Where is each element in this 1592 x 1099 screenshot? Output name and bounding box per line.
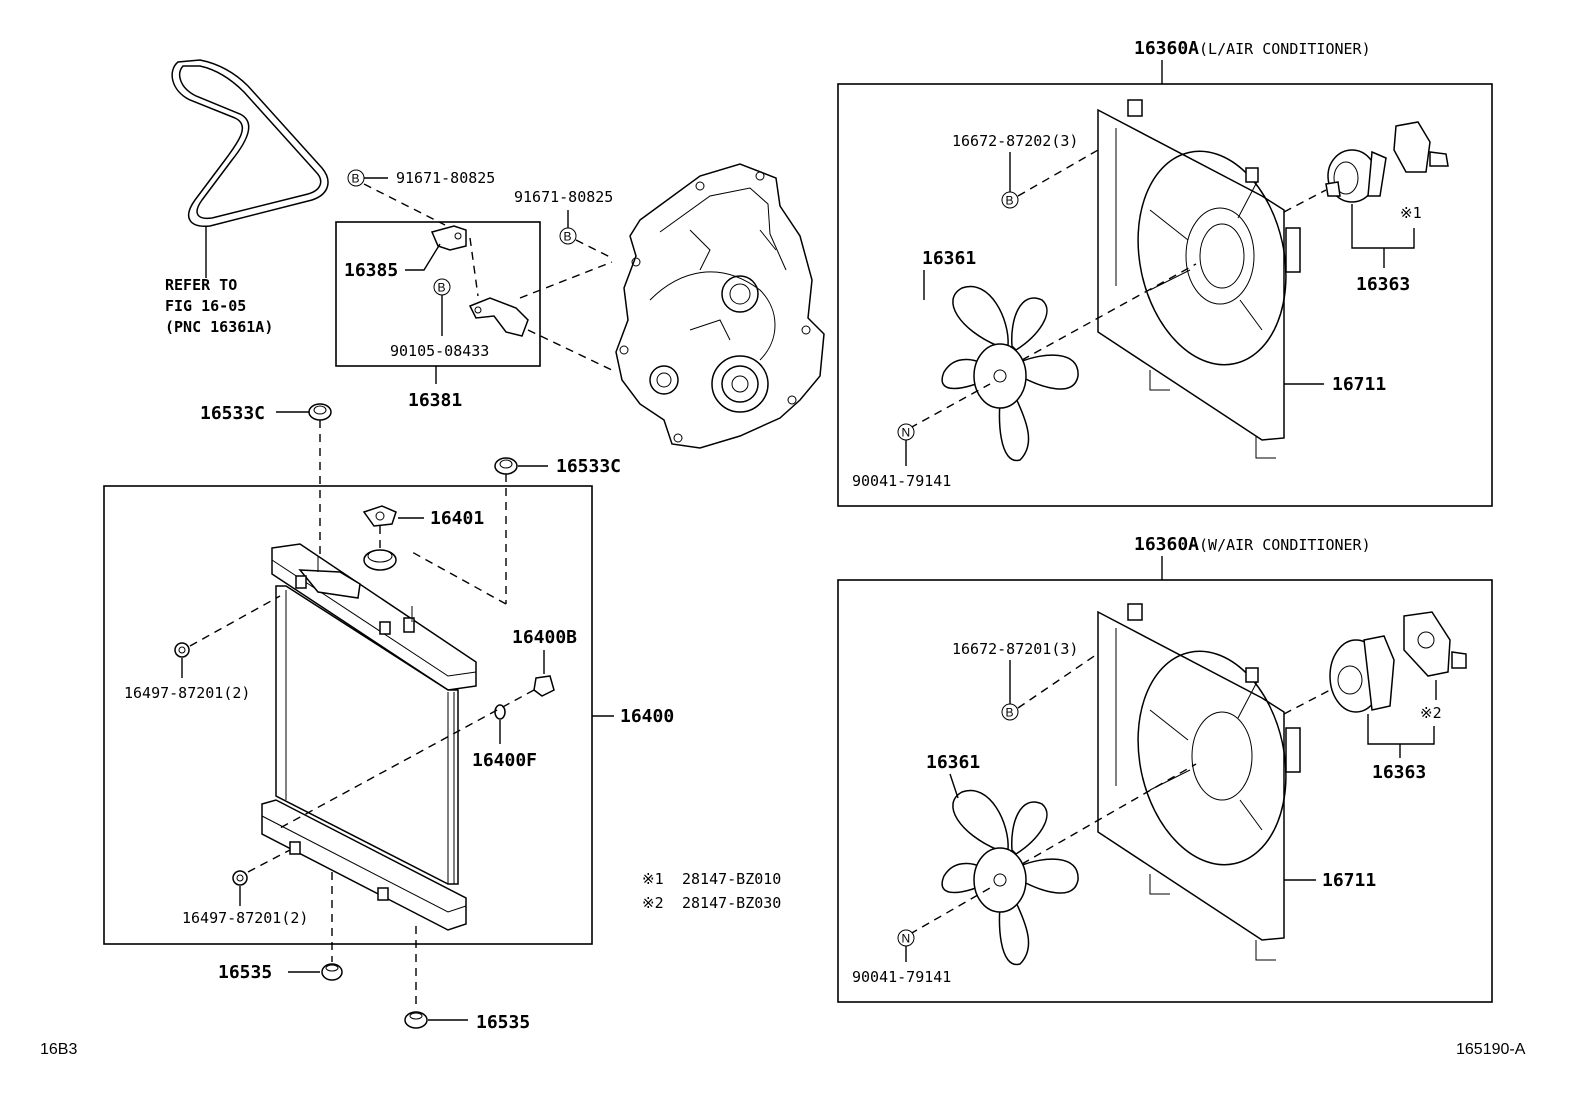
cushion-bottom-left — [321, 963, 343, 981]
fan-bottom-shroud-pnc: 16711 — [1322, 870, 1376, 891]
clip-lower-pnc: 16497-87201(2) — [182, 909, 308, 927]
bracket-group-box — [335, 221, 541, 367]
cushion-top-right-pnc: 16533C — [556, 456, 621, 477]
note1-part: 28147-BZ010 — [682, 870, 781, 888]
cushion-bottom-right — [404, 1011, 428, 1029]
refer-line-1: REFER TO — [165, 276, 237, 294]
clip-upper-pnc: 16497-87201(2) — [124, 684, 250, 702]
bracket-lower-piece — [468, 297, 529, 337]
fan-top-nut-pnc: 90041-79141 — [852, 472, 951, 490]
bolt-lower-pnc: 90105-08433 — [390, 342, 489, 360]
cap-pnc: 16401 — [430, 508, 484, 529]
fan-bottom-nut-pnc: 90041-79141 — [852, 968, 951, 986]
fan-bottom-screw-pnc: 16672-87201(3) — [952, 640, 1078, 658]
fan-top-mark: ※1 — [1400, 204, 1422, 222]
radiator-cap — [363, 549, 397, 571]
fan-top-motor-pnc: 16363 — [1356, 274, 1410, 295]
clip-upper — [174, 642, 190, 658]
cushion-bottom-right-pnc: 16535 — [476, 1012, 530, 1033]
fan-bottom-motor-pnc: 16363 — [1372, 762, 1426, 783]
note2-part: 28147-BZ030 — [682, 894, 781, 912]
bracket-pnc: 16385 — [344, 260, 398, 281]
v-belt-illustration — [171, 59, 329, 278]
bolt-symbol-lower: B — [433, 278, 451, 296]
drain-cock-pnc: 16400B — [512, 627, 577, 648]
drain-gasket — [494, 704, 506, 720]
note2-mark: ※2 — [642, 894, 664, 912]
fan-top-shroud — [1097, 99, 1301, 459]
bolt-top-pnc: 91671-80825 — [396, 169, 495, 187]
fan-top-fan-pnc: 16361 — [922, 248, 976, 269]
assembly-pnc: 16381 — [408, 390, 462, 411]
fan-top-nut-symbol: N — [897, 423, 915, 441]
clip-lower — [232, 870, 248, 886]
radiator-cap-gasket — [362, 505, 397, 527]
cushion-bottom-left-pnc: 16535 — [218, 962, 272, 983]
svg-text:B: B — [1006, 194, 1014, 208]
svg-text:B: B — [1006, 706, 1014, 720]
cushion-top-right — [494, 457, 518, 475]
fan-bottom-mark: ※2 — [1420, 704, 1442, 722]
radiator-pnc: 16400 — [620, 706, 674, 727]
fan-top-screw-pnc: 16672-87202(3) — [952, 132, 1078, 150]
fan-bottom-title: 16360A(W/AIR CONDITIONER) — [1134, 534, 1371, 555]
bolt-symbol-right: B — [559, 227, 577, 245]
svg-text:N: N — [902, 932, 911, 946]
refer-line-2: FIG 16-05 — [165, 297, 246, 315]
fan-bottom-box — [837, 579, 1493, 1003]
radiator-group-box — [103, 485, 593, 945]
svg-text:B: B — [438, 281, 446, 295]
fan-bottom-fan-pnc: 16361 — [926, 752, 980, 773]
refer-line-3: (PNC 16361A) — [165, 318, 273, 336]
fan-top-motor-plate — [1393, 121, 1449, 173]
note1-mark: ※1 — [642, 870, 664, 888]
svg-text:B: B — [352, 172, 360, 186]
svg-text:N: N — [902, 426, 911, 440]
footer-left: 16B3 — [40, 1041, 77, 1058]
cushion-top-left-pnc: 16533C — [200, 403, 265, 424]
bolt-right-pnc: 91671-80825 — [514, 188, 613, 206]
fan-top-shroud-pnc: 16711 — [1332, 374, 1386, 395]
fan-bottom-motor — [1329, 635, 1395, 713]
fan-bottom-blade — [941, 789, 1079, 966]
fan-bottom-nut-symbol: N — [897, 929, 915, 947]
fan-top-box — [837, 83, 1493, 507]
fan-top-title: 16360A(L/AIR CONDITIONER) — [1134, 38, 1371, 59]
bracket-16385 — [430, 225, 467, 251]
cushion-top-left — [308, 403, 332, 421]
fan-bottom-bolt-symbol: B — [1001, 703, 1019, 721]
fan-bottom-shroud — [1097, 603, 1301, 961]
timing-cover-illustration — [615, 163, 825, 449]
footer-right: 165190-A — [1456, 1041, 1526, 1058]
drain-cock — [533, 675, 555, 697]
radiator-illustration — [261, 543, 477, 931]
fan-top-motor — [1325, 149, 1387, 203]
drain-gasket-pnc: 16400F — [472, 750, 537, 771]
svg-text:B: B — [564, 230, 572, 244]
fan-top-bolt-symbol: B — [1001, 191, 1019, 209]
fan-bottom-motor-plate — [1403, 611, 1467, 677]
bolt-symbol-top: B — [347, 169, 365, 187]
fan-top-blade — [941, 285, 1079, 462]
